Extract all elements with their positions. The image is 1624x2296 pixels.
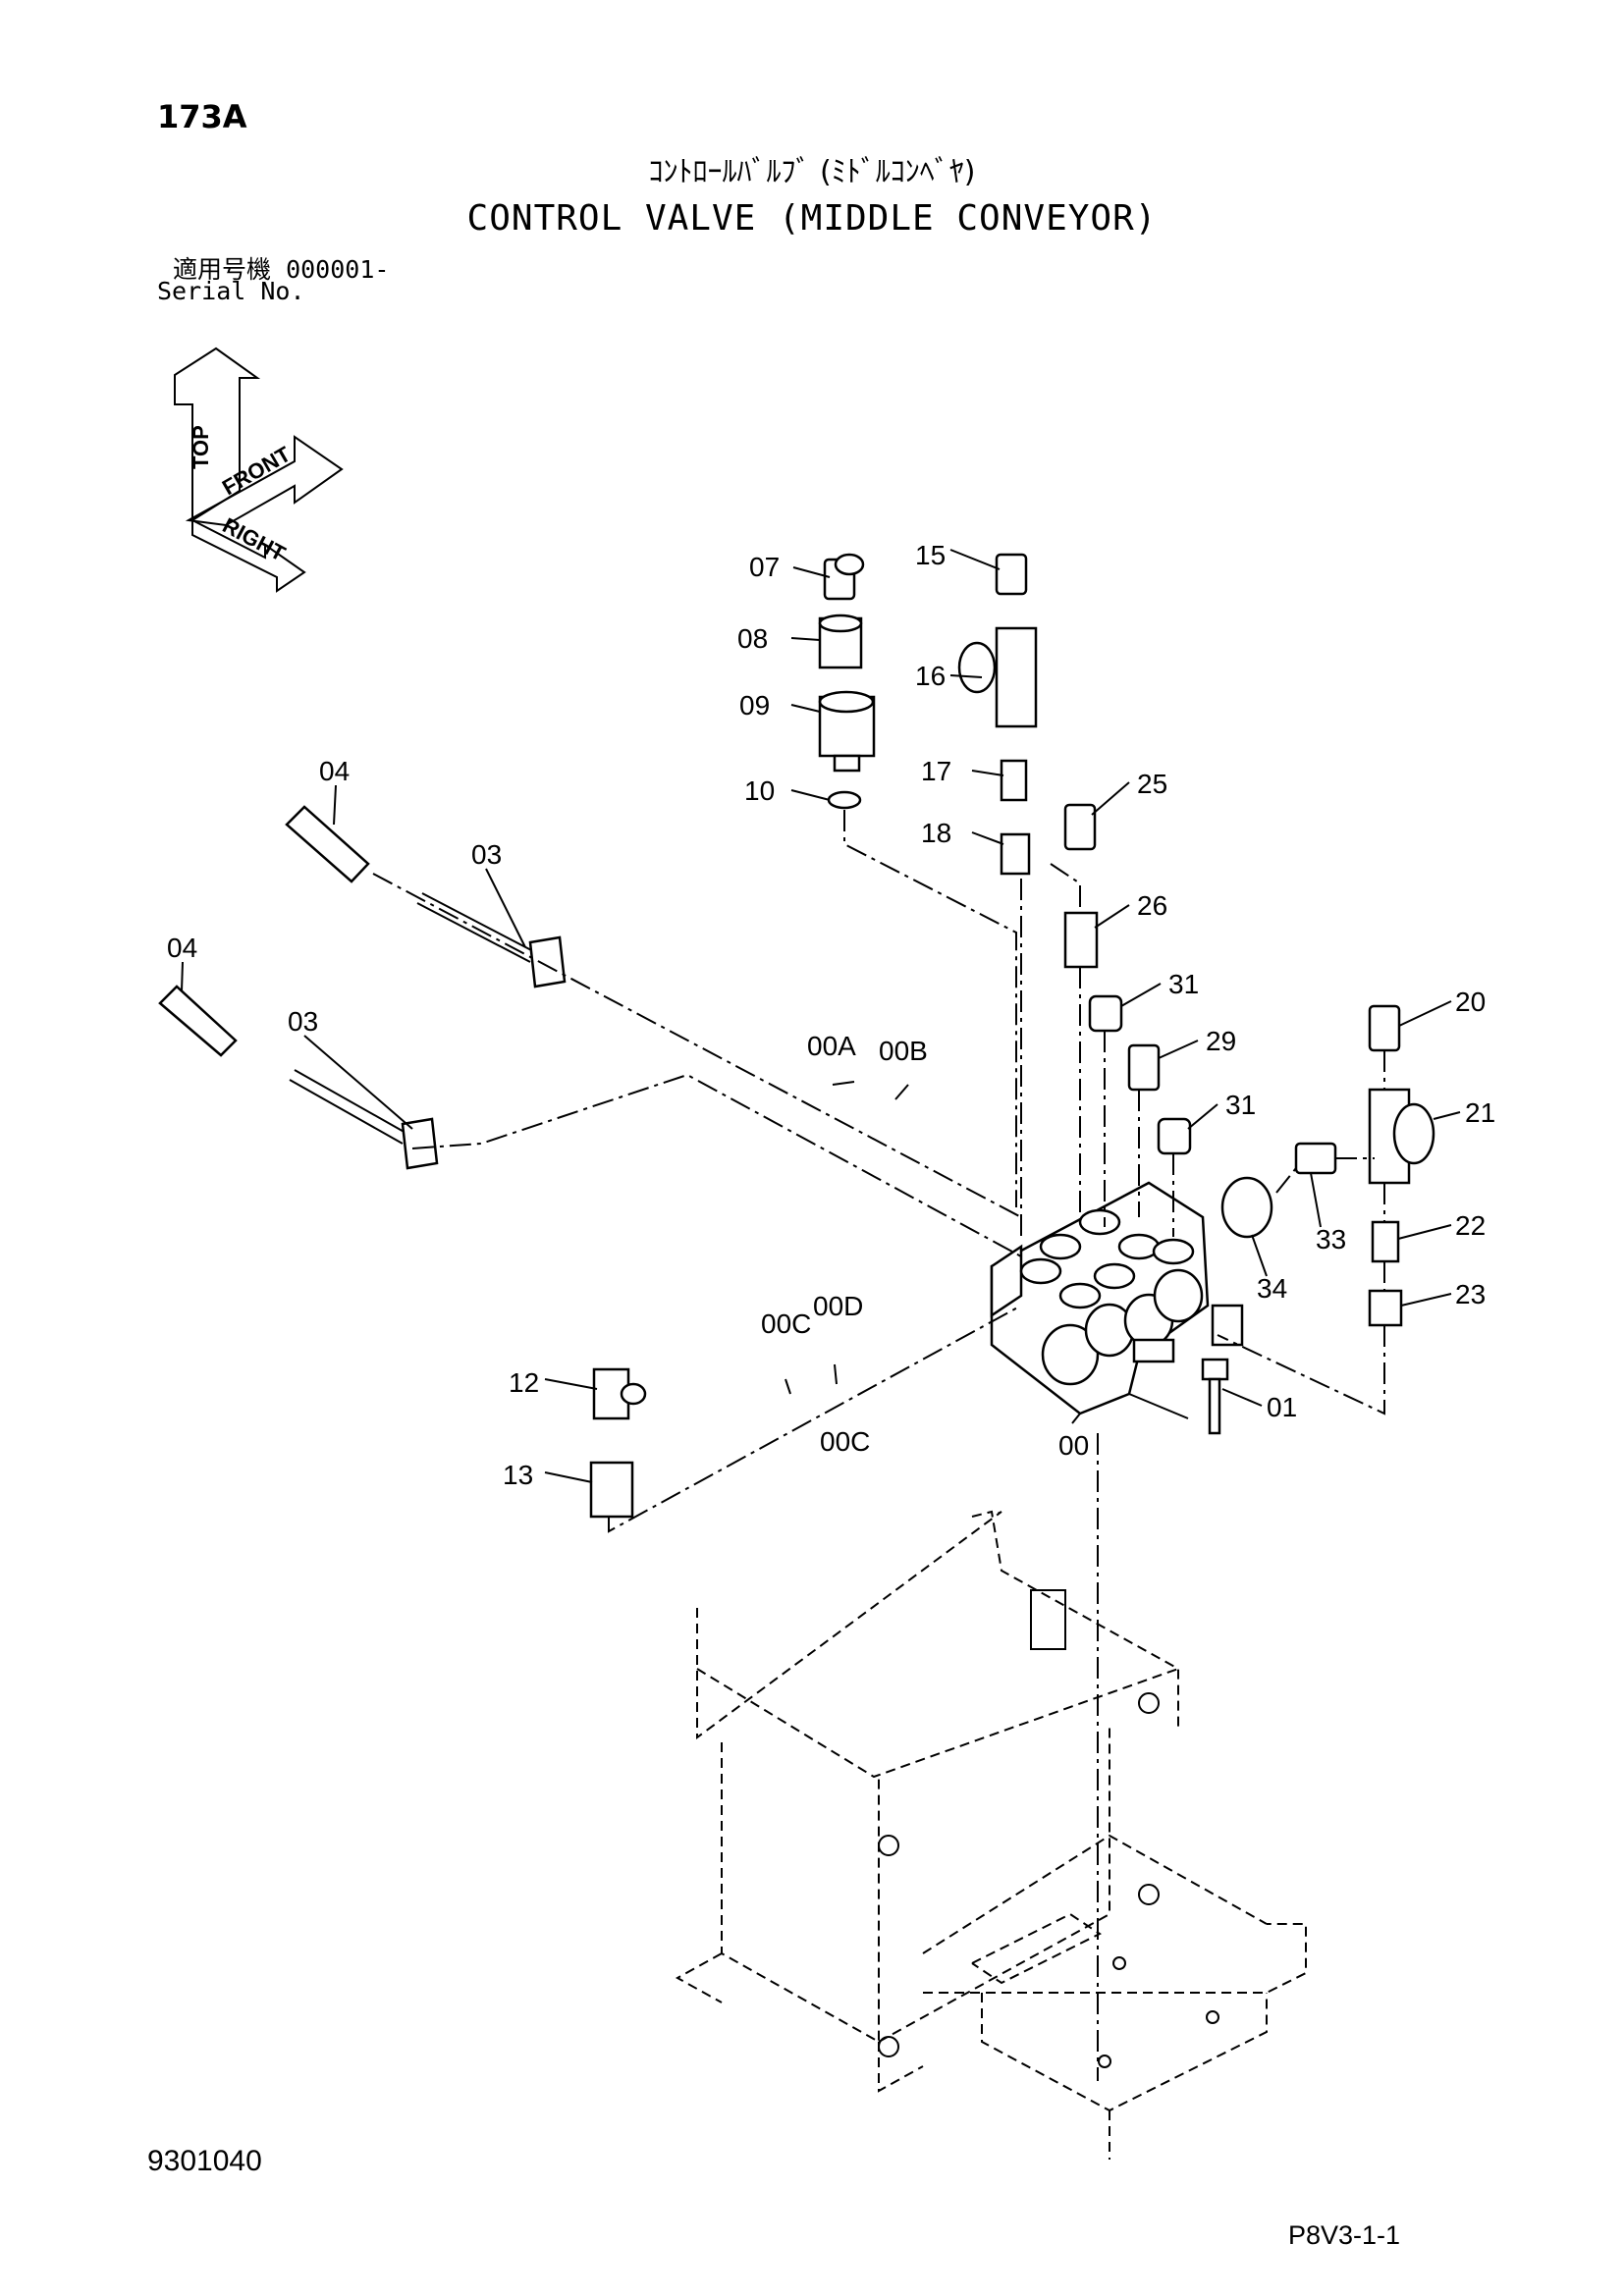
page-number: 173A — [157, 98, 247, 135]
elbow-25 — [1063, 803, 1097, 851]
assembly-lines — [372, 810, 1385, 2081]
callout-18: 18 — [921, 818, 951, 848]
fitting-12 — [592, 1367, 647, 1420]
serial-label-japanese: 適用号機 000001- — [173, 250, 389, 286]
callout-00: 00 — [1058, 1430, 1089, 1461]
callout-25: 25 — [1137, 769, 1167, 799]
callout-26: 26 — [1137, 890, 1167, 921]
adapter-22 — [1371, 1220, 1400, 1263]
callout-00D: 00D — [813, 1291, 863, 1321]
callout-00B: 00B — [879, 1036, 928, 1066]
o-ring-10 — [827, 790, 862, 810]
callout-00C-lower: 00C — [820, 1426, 870, 1457]
elbow-33 — [1294, 1142, 1337, 1175]
adapter-18 — [1000, 832, 1031, 876]
adapter-34 — [1220, 1176, 1273, 1239]
callout-00C-upper: 00C — [761, 1308, 811, 1339]
title-japanese: ｺﾝﾄﾛｰﾙﾊﾞﾙﾌﾞ (ﾐﾄﾞﾙｺﾝﾍﾞﾔ) — [648, 155, 976, 189]
plug-31a — [1088, 994, 1123, 1033]
sheet-code: P8V3-1-1 — [1288, 2220, 1401, 2250]
serial-value: 000001- — [286, 255, 390, 284]
small-parts-00 — [785, 1081, 909, 1395]
serial-label-jp: 適用号機 — [173, 255, 272, 284]
adapter-26 — [1063, 911, 1099, 969]
callout-33: 33 — [1316, 1224, 1346, 1255]
callout-labels: 07 08 09 10 15 16 17 18 25 26 31 29 31 2… — [167, 540, 1495, 1490]
serial-label-english: Serial No. — [157, 277, 305, 305]
callout-22: 22 — [1455, 1210, 1486, 1241]
callout-20: 20 — [1455, 987, 1486, 1017]
title-english: CONTROL VALVE (MIDDLE CONVEYOR) — [466, 198, 1158, 239]
drawing-number: 9301040 — [147, 2145, 262, 2177]
bolt-01 — [1201, 1358, 1229, 1435]
callout-21: 21 — [1465, 1097, 1495, 1128]
callout-34: 34 — [1257, 1273, 1287, 1304]
adapter-09 — [818, 690, 876, 773]
callout-04-lower: 04 — [167, 933, 197, 963]
callout-17: 17 — [921, 756, 951, 786]
plug-31b — [1157, 1117, 1192, 1155]
orientation-right-label: RIGHT — [219, 512, 291, 565]
valve-16 — [957, 626, 1038, 728]
callout-07: 07 — [749, 552, 780, 582]
callout-10: 10 — [744, 775, 775, 806]
fitting-07 — [823, 553, 865, 601]
callout-31-lower: 31 — [1225, 1090, 1256, 1120]
control-valve-body — [990, 1181, 1244, 1419]
callout-04-upper: 04 — [319, 756, 350, 786]
callout-08: 08 — [737, 623, 768, 654]
orientation-top-label: TOP — [189, 425, 213, 469]
lever-lower — [158, 985, 439, 1170]
leader-lines — [181, 549, 1461, 1483]
callout-29: 29 — [1206, 1026, 1236, 1056]
callout-03-lower: 03 — [288, 1006, 318, 1037]
callout-09: 09 — [739, 690, 770, 721]
callout-16: 16 — [915, 661, 946, 691]
valve-21 — [1368, 1088, 1435, 1185]
elbow-20 — [1368, 1004, 1401, 1052]
callout-15: 15 — [915, 540, 946, 570]
elbow-29 — [1127, 1043, 1161, 1092]
callout-23: 23 — [1455, 1279, 1486, 1309]
callout-00A: 00A — [807, 1031, 856, 1061]
fitting-13 — [589, 1461, 634, 1519]
callout-01: 01 — [1267, 1392, 1297, 1422]
adapter-17 — [1000, 759, 1028, 802]
callout-13: 13 — [503, 1460, 533, 1490]
callout-12: 12 — [509, 1367, 539, 1398]
lever-upper — [285, 805, 567, 988]
mounting-bracket — [675, 1510, 1307, 2160]
orientation-indicator: TOP FRONT RIGHT — [174, 347, 344, 593]
adapter-08 — [818, 614, 863, 669]
callout-03-upper: 03 — [471, 839, 502, 870]
elbow-15 — [995, 553, 1028, 596]
callout-31-upper: 31 — [1168, 969, 1199, 999]
adapter-23 — [1368, 1289, 1403, 1327]
